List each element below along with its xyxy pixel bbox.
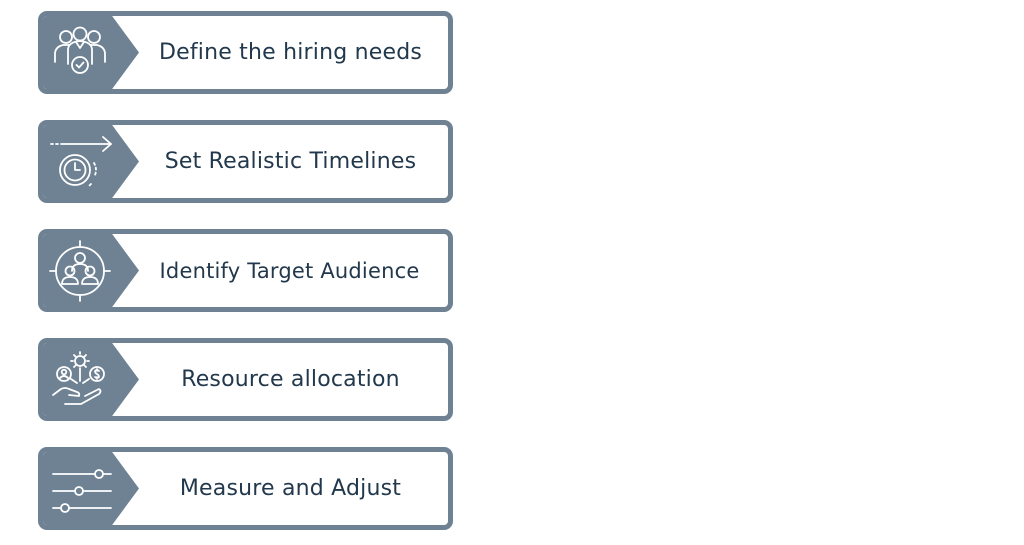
steps-list: Define the hiring needs Set Realistic Ti… (38, 11, 453, 530)
step-set-realistic-timelines: Set Realistic Timelines (38, 120, 453, 203)
step-label: Measure and Adjust (179, 476, 402, 501)
sliders-icon (47, 456, 113, 521)
resource-hand-icon (47, 347, 113, 412)
clock-arrow-icon (47, 129, 113, 194)
step-identify-target-audience: Identify Target Audience (38, 229, 453, 312)
team-check-icon (47, 20, 113, 85)
step-label: Define the hiring needs (158, 40, 423, 65)
step-label: Identify Target Audience (159, 258, 420, 283)
step-label: Set Realistic Timelines (164, 149, 417, 174)
target-audience-icon (47, 238, 113, 303)
step-define-hiring-needs: Define the hiring needs (38, 11, 453, 94)
step-resource-allocation: Resource allocation (38, 338, 453, 421)
step-label: Resource allocation (181, 367, 400, 392)
step-measure-and-adjust: Measure and Adjust (38, 447, 453, 530)
